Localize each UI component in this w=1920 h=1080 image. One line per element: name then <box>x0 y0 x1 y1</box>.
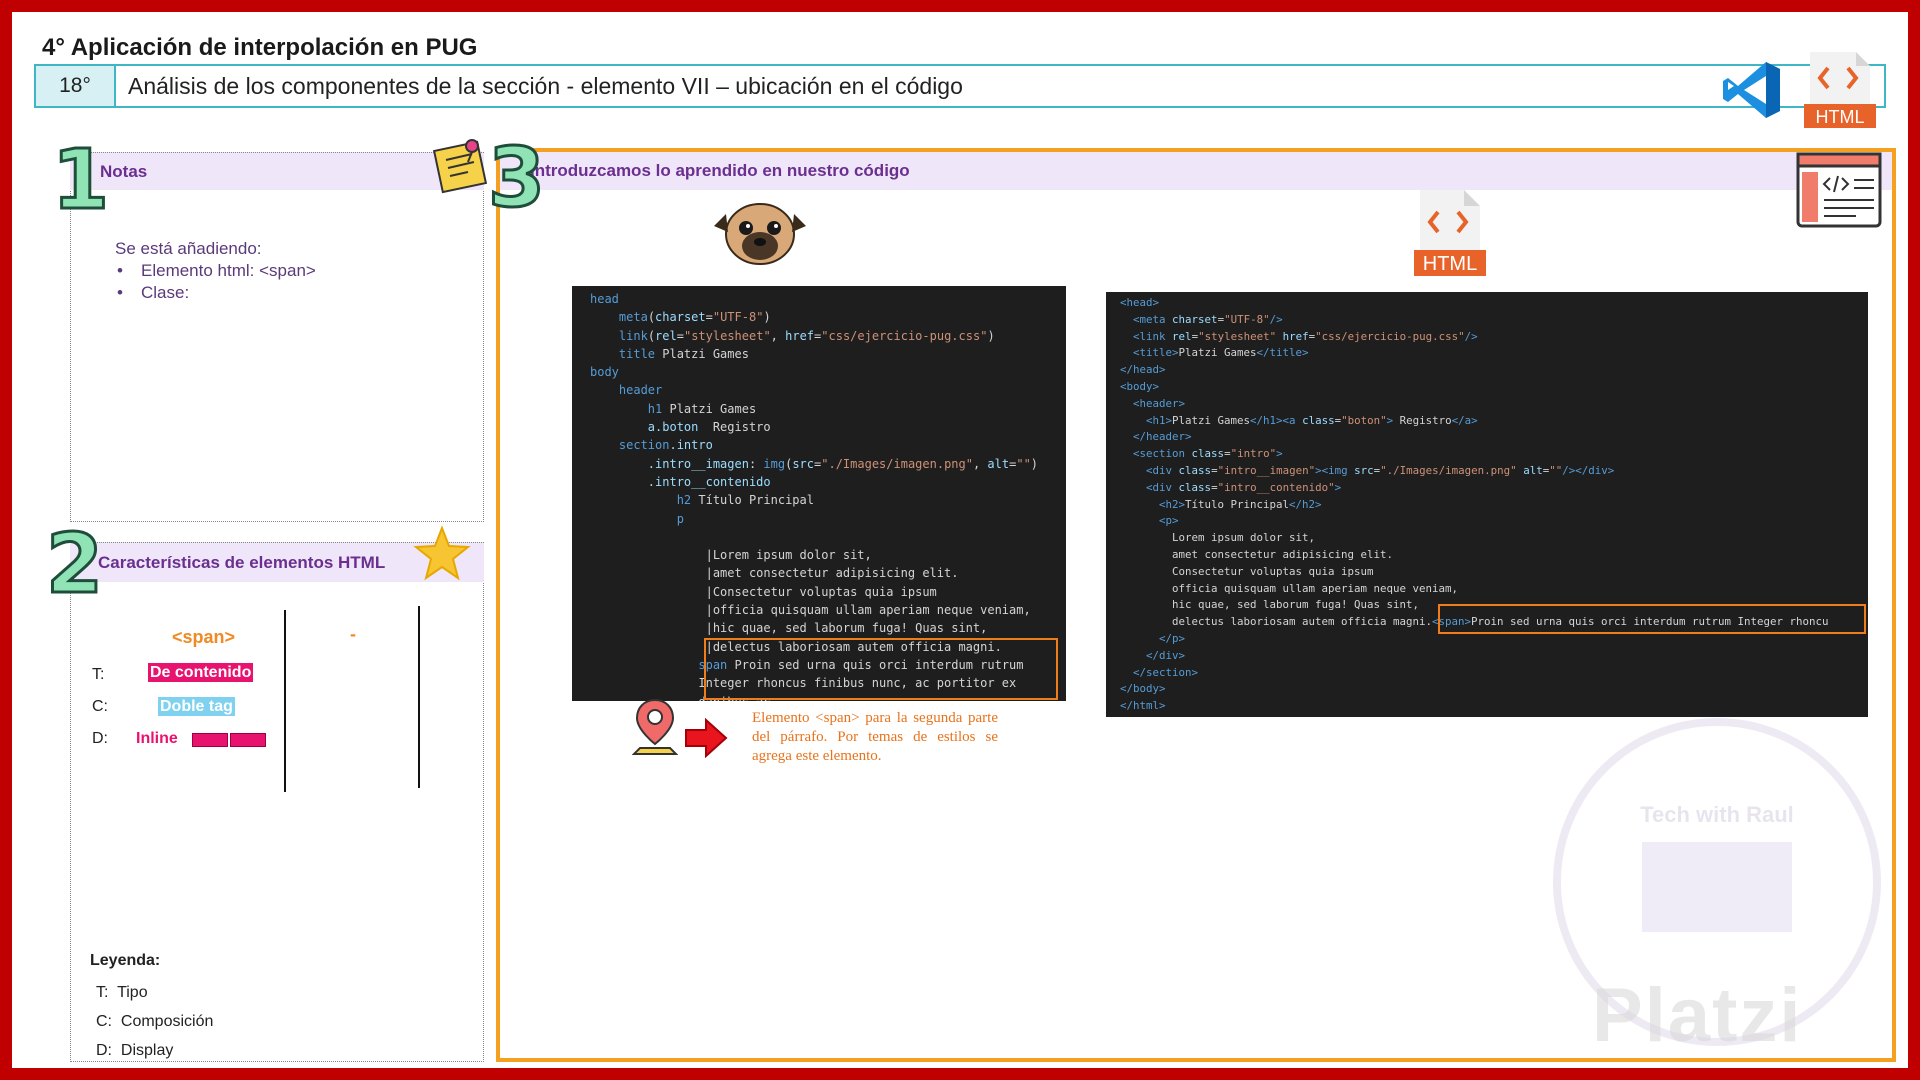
html-features-title: Características de elementos HTML <box>70 542 484 582</box>
page-title: 4° Aplicación de interpolación en PUG <box>42 34 478 61</box>
element-name: <span> <box>172 627 236 647</box>
legend-item: C: Composición <box>96 1013 214 1030</box>
legend: Leyenda: T: Tipo C: Composición D: Displ… <box>90 952 213 1065</box>
notes-intro: Se está añadiendo: <box>115 239 262 258</box>
notes-panel-title: Notas <box>70 152 484 190</box>
arrow-right-icon <box>685 718 728 758</box>
html-file-icon: HTML <box>1804 52 1876 128</box>
slide: 4° Aplicación de interpolación en PUG 18… <box>12 12 1908 1068</box>
html-features-panel <box>70 542 484 1062</box>
span-explanation: Elemento <span> para la segunda parte de… <box>752 710 998 764</box>
star-icon <box>413 525 471 581</box>
vscode-icon <box>1723 62 1780 118</box>
legend-item: D: Display <box>96 1042 174 1059</box>
prop-value-display: Inline <box>136 730 178 747</box>
sticky-note-icon <box>432 139 488 194</box>
tech-with-raul-watermark: Tech with Raul <box>1553 718 1881 1046</box>
panel2-number: 2 <box>44 517 104 612</box>
code-panel <box>496 148 1896 1062</box>
prop-value-composition: Doble tag <box>158 697 235 716</box>
notes-content: Se está añadiendo: Elemento html: <span>… <box>115 238 316 304</box>
prop-key-composition: C: <box>92 698 108 715</box>
pug-icon <box>714 203 806 265</box>
section-number: 18° <box>36 66 116 106</box>
platzi-watermark: Platzi <box>1592 973 1803 1058</box>
column-divider <box>284 610 286 792</box>
section-subtitle: Análisis de los componentes de la secció… <box>128 72 963 99</box>
element-dash: - <box>350 624 356 644</box>
notes-item: Clase: <box>115 282 316 304</box>
pug-code-editor[interactable]: head meta(charset="UTF-8") link(rel="sty… <box>572 286 1066 701</box>
inline-box <box>230 733 266 747</box>
panel3-number: 3 <box>486 131 546 226</box>
inline-box <box>192 733 228 747</box>
notes-list: Elemento html: <span> Clase: <box>115 260 316 304</box>
legend-item: T: Tipo <box>96 984 148 1001</box>
location-pin-icon <box>632 698 678 755</box>
notes-item: Elemento html: <span> <box>115 260 316 282</box>
legend-title: Leyenda: <box>90 952 161 969</box>
prop-key-display: D: <box>92 730 108 747</box>
column-divider <box>418 606 420 788</box>
html-badge-label: HTML <box>1816 107 1865 127</box>
html-code-editor[interactable]: <head> <meta charset="UTF-8"/> <link rel… <box>1106 292 1868 717</box>
html-badge-label: HTML <box>1423 253 1477 275</box>
code-panel-title: Introduzcamos lo aprendido en nuestro có… <box>500 152 1892 190</box>
code-window-icon <box>1796 152 1882 228</box>
html-span-highlight <box>1438 604 1866 634</box>
html-file-icon: HTML <box>1414 190 1486 276</box>
pug-span-highlight <box>704 638 1058 700</box>
svg-text:Tech with Raul: Tech with Raul <box>1640 802 1794 827</box>
prop-value-type: De contenido <box>148 663 254 682</box>
prop-key-type: T: <box>92 666 105 683</box>
panel1-number: 1 <box>50 133 110 228</box>
subtitle-bar: 18° Análisis de los componentes de la se… <box>34 64 1886 108</box>
notes-panel <box>70 152 484 522</box>
